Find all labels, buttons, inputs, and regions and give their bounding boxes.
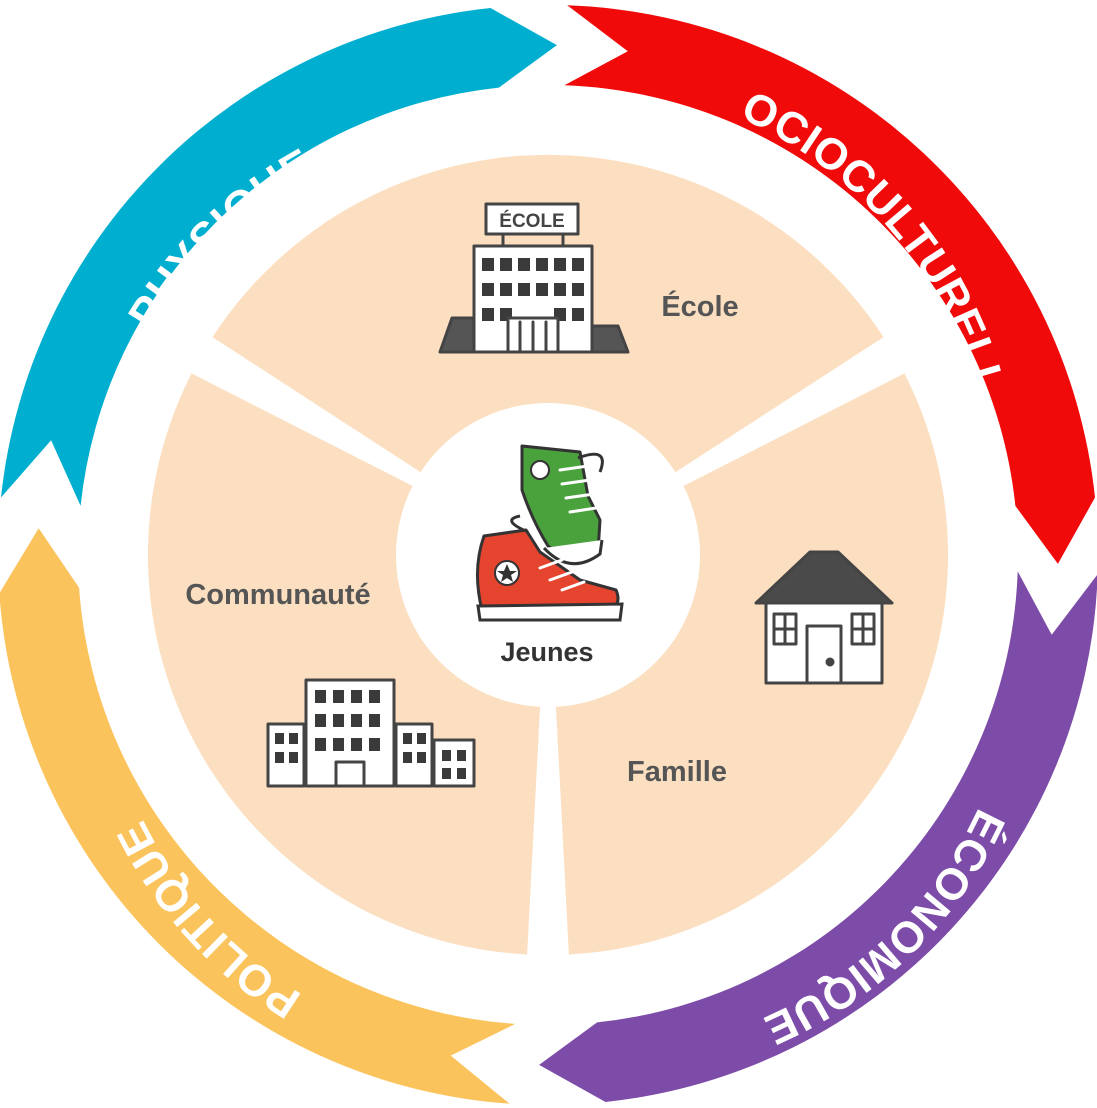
- school-icon: ÉCOLE: [438, 202, 630, 354]
- sector-ecole: [212, 154, 884, 556]
- ring-segment-economique: [539, 571, 1097, 1102]
- city-buildings-icon: [266, 678, 476, 788]
- ring-segment-socioculturelle: [564, 5, 1095, 564]
- ring-segment-politique: [0, 528, 516, 1104]
- sector-label-famille: Famille: [627, 756, 727, 788]
- outer-ring: [0, 5, 1097, 1104]
- sector-label-communaute: Communauté: [185, 579, 370, 611]
- sector-label-ecole: École: [661, 289, 738, 323]
- school-sign-text: ÉCOLE: [499, 210, 564, 232]
- house-icon: [754, 550, 894, 685]
- ring-segment-physique: [1, 8, 557, 506]
- center-label: Jeunes: [500, 637, 593, 667]
- sneakers-icon: [475, 444, 624, 622]
- center-circle: [396, 403, 700, 707]
